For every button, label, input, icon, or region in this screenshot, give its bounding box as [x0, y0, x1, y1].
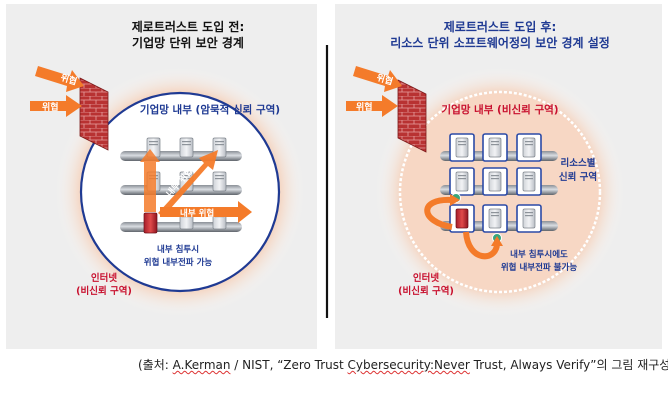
left-internal-threat-horiz-label: 내부 위협 — [180, 208, 214, 219]
left-panel: 제로트러스트 도입 전: 기업망 단위 보안 경계 위협 위협 기업망 내부 (… — [6, 4, 317, 349]
source-caption: (출처: A.Kerman / NIST, “Zero Trust Cybers… — [138, 356, 668, 373]
left-title-line2: 기업망 단위 보안 경계 — [132, 35, 244, 50]
caption-suffix: Trust, Always Verify”의 그림 재구성)↵ — [469, 358, 668, 372]
right-internet-line2: (비신뢰 구역) — [398, 285, 454, 297]
caption-prefix: (출처: — [138, 358, 173, 372]
right-threat-arrow-mid: 위협 — [346, 95, 398, 117]
blocked-threat-arrow-right — [463, 231, 500, 260]
right-compromised-server — [449, 204, 475, 233]
caption-word1: Cybersecurity:Never — [347, 358, 470, 372]
left-internet-line2: (비신뢰 구역) — [76, 285, 132, 297]
right-title-line2: 리소스 단위 소프트웨어정의 보안 경계 설정 — [390, 35, 610, 50]
right-internet-line1: 인터넷 — [413, 272, 439, 284]
left-threat-arrow-top: 위협 — [35, 66, 84, 92]
left-firewall — [79, 77, 109, 151]
left-server-rack — [143, 137, 227, 234]
right-title-line1: 제로트러스트 도입 후: — [444, 19, 557, 34]
right-intrusion-line1: 내부 침투시에도 — [510, 249, 568, 260]
right-resource-enclaves — [449, 133, 542, 233]
left-intrusion-line2: 위협 내부전파 가능 — [144, 257, 213, 268]
caption-author: A.Kerman — [172, 358, 231, 372]
left-internet-line1: 인터넷 — [91, 272, 117, 284]
right-threat-label-mid: 위협 — [356, 101, 373, 113]
right-resource-line1: 리소스별 — [561, 157, 596, 169]
left-threat-arrow-mid: 위협 — [30, 95, 82, 117]
left-threat-label-mid: 위협 — [42, 101, 59, 113]
left-internal-threat-arrow-horiz: 내부 위협 — [160, 201, 252, 223]
left-compromised-server — [143, 212, 158, 234]
right-firewall — [397, 79, 427, 153]
right-intrusion-line2: 위협 내부전파 불가능 — [501, 262, 577, 273]
blocked-threat-arrow-up — [424, 196, 453, 230]
caption-mid: / NIST, “Zero Trust — [230, 358, 348, 372]
right-zone-label: 기업망 내부 (비신뢰 구역) — [441, 103, 558, 116]
right-resource-line2: 신뢰 구역 — [559, 171, 597, 183]
blocked-threat-arrow-right-head — [491, 236, 503, 246]
right-panel: 제로트러스트 도입 후: 리소스 단위 소프트웨어정의 보안 경계 설정 위협 … — [335, 4, 662, 349]
left-zone-label: 기업망 내부 (암묵적 신뢰 구역) — [140, 103, 280, 116]
right-threat-arrow-top: 위협 — [353, 66, 402, 92]
blocked-threat-arrow-up-head — [450, 194, 460, 206]
left-intrusion-line1: 내부 침투시 — [157, 244, 199, 255]
left-title-line1: 제로트러스트 도입 전: — [132, 19, 245, 34]
left-internal-threat-arrow-up — [140, 149, 160, 212]
